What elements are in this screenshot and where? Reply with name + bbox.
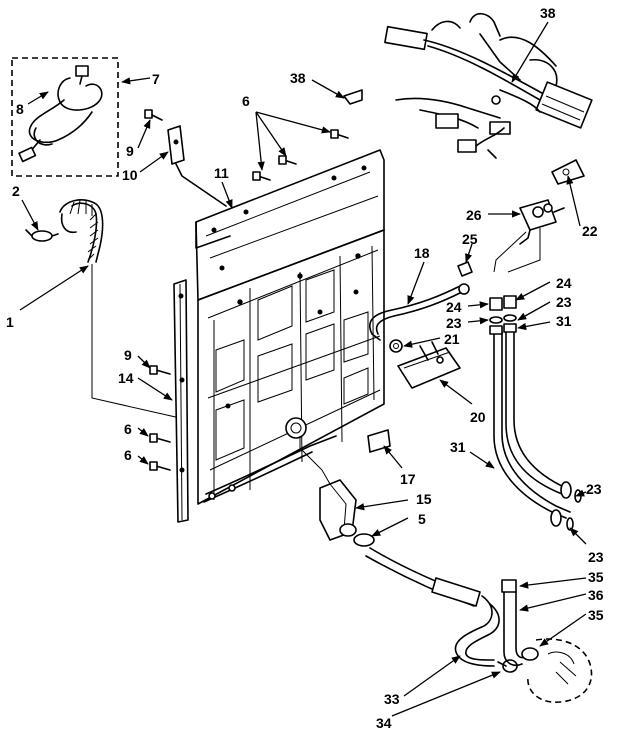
callout-7: 7	[152, 71, 160, 87]
screws-left	[149, 365, 171, 471]
clamp-35-top	[501, 579, 517, 593]
callout-34: 34	[376, 715, 392, 731]
callout-33: 33	[384, 691, 400, 707]
callout-2: 2	[12, 183, 20, 199]
callout-6-mid: 6	[124, 421, 132, 437]
callout-15: 15	[416, 491, 432, 507]
clamp-5	[353, 533, 375, 547]
callout-23-lower-a: 23	[586, 481, 602, 497]
callout-35-top: 35	[588, 569, 604, 585]
callout-17: 17	[400, 471, 416, 487]
callout-8: 8	[16, 101, 24, 117]
callout-18: 18	[414, 245, 430, 261]
callout-10: 10	[122, 167, 138, 183]
callout-6-top: 6	[242, 93, 250, 109]
callout-23-left: 23	[446, 315, 462, 331]
rear-panel	[195, 149, 385, 505]
power-cord	[18, 65, 103, 163]
callout-9-top: 9	[126, 143, 134, 159]
hose-clamp	[31, 230, 53, 242]
fitting-25	[457, 261, 473, 277]
callout-11: 11	[214, 165, 229, 181]
callout-5: 5	[418, 511, 426, 527]
drain-tube	[365, 547, 518, 673]
side-rail	[173, 279, 189, 523]
harness-clip	[343, 89, 363, 105]
cord-bracket	[144, 109, 227, 207]
callout-1: 1	[6, 314, 14, 330]
callout-26: 26	[466, 207, 482, 223]
callout-20: 20	[470, 409, 486, 425]
callout-35-bottom: 35	[588, 607, 604, 623]
callout-38-clip: 38	[290, 70, 306, 86]
water-valve	[519, 199, 565, 245]
bracket-22	[551, 159, 585, 185]
callout-9-left: 9	[124, 347, 132, 363]
wiring-harness	[384, 12, 593, 159]
callout-25: 25	[462, 231, 478, 247]
clamp-35-bottom	[521, 647, 539, 661]
kit-dashed-box	[11, 57, 119, 177]
callout-23-lower-b: 23	[588, 549, 604, 565]
callout-14: 14	[118, 370, 134, 386]
callout-22: 22	[582, 223, 598, 239]
pump-cover	[319, 479, 375, 547]
callout-36: 36	[588, 587, 604, 603]
callout-labels: 1 2 7 8 9 10 6 11 9 14 6 6 38 38 22 26 2…	[6, 5, 604, 731]
callout-24-left: 24	[446, 299, 462, 315]
callout-21: 21	[444, 331, 460, 347]
inlet-bracket	[389, 339, 461, 389]
standpipe	[501, 579, 593, 703]
callout-6-low: 6	[124, 447, 132, 463]
drain-hose	[25, 199, 104, 263]
callout-38-harness: 38	[540, 5, 556, 21]
inlet-hoses	[489, 295, 582, 531]
leader-lines	[19, 21, 587, 717]
screws-top	[252, 129, 349, 181]
callout-31-mid: 31	[450, 439, 466, 455]
callout-31-right: 31	[556, 313, 572, 329]
power-cord-kit	[11, 57, 119, 177]
callout-24-right: 24	[556, 275, 572, 291]
callout-23-right: 23	[556, 294, 572, 310]
fill-hose	[368, 283, 470, 341]
